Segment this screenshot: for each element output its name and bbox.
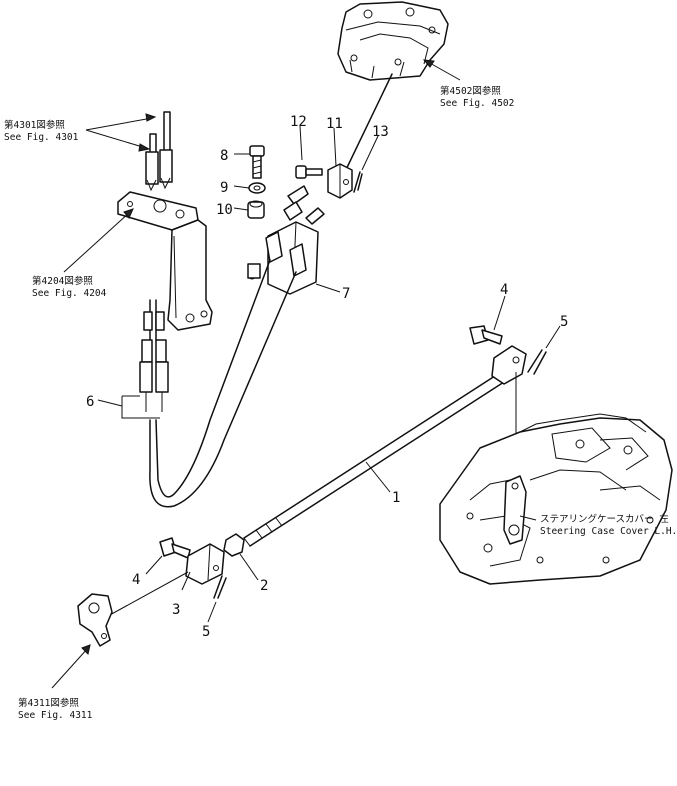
callout-5-right: 5 (560, 314, 568, 330)
ref-4301-en: See Fig. 4301 (4, 132, 79, 143)
bracket-drawing (117, 191, 213, 331)
leader-lines (145, 125, 561, 623)
ref-4204-en: See Fig. 4204 (32, 288, 107, 299)
callout-6: 6 (86, 394, 94, 410)
bolt-8-drawing (249, 145, 265, 179)
ref-4311-jp: 第4311図参照 (18, 697, 79, 709)
cotter-5-right-drawing (527, 349, 547, 375)
ref-4311-en: See Fig. 4311 (18, 710, 93, 721)
ref-4301-jp: 第4301図参照 (4, 119, 65, 131)
callout-9: 9 (220, 180, 228, 196)
callout-7: 7 (342, 286, 350, 302)
bolt-4-right-drawing (469, 325, 503, 345)
callout-10: 10 (216, 202, 233, 218)
callout-12: 12 (290, 114, 307, 130)
cotter-13-drawing (353, 171, 363, 193)
upper-housing-drawing (337, 1, 449, 81)
callout-5-left: 5 (202, 624, 210, 640)
callout-4-right: 4 (500, 282, 508, 298)
steering-case-cover-drawing (439, 413, 673, 585)
collar-10-drawing (247, 200, 265, 219)
yoke-3-drawing (185, 543, 225, 585)
main-rod-drawing (243, 345, 527, 547)
clamp-drawing (77, 593, 113, 647)
callout-2: 2 (260, 578, 268, 594)
callout-4-left: 4 (132, 572, 140, 588)
ref-steering-en: Steering Case Cover L.H. (540, 526, 677, 537)
callout-11: 11 (326, 116, 343, 132)
callout-8: 8 (220, 148, 228, 164)
washer-9-drawing (248, 182, 266, 194)
figure-references: 第4301図参照 See Fig. 4301 第4204図参照 See Fig.… (4, 85, 677, 721)
ref-steering-jp: ステアリングケースカバー 左 (540, 513, 669, 525)
yoke-11-drawing (327, 163, 353, 199)
ref-4502-jp: 第4502図参照 (440, 85, 501, 97)
callout-numbers: 1 2 3 4 4 5 5 6 7 8 9 10 11 12 13 (86, 114, 568, 640)
nut-2-drawing (223, 533, 245, 557)
callout-1: 1 (392, 490, 400, 506)
ref-4204-jp: 第4204図参照 (32, 275, 93, 287)
upper-rods-drawing (145, 111, 173, 192)
cotter-5-left-drawing (213, 575, 227, 599)
ref-4502-en: See Fig. 4502 (440, 98, 514, 109)
pin-12-drawing (295, 165, 323, 179)
control-cables-drawing (139, 259, 297, 508)
callout-13: 13 (372, 124, 389, 140)
bolt-4-left-drawing (159, 537, 191, 559)
callout-3: 3 (172, 602, 180, 618)
cable-box-drawing (247, 185, 325, 295)
